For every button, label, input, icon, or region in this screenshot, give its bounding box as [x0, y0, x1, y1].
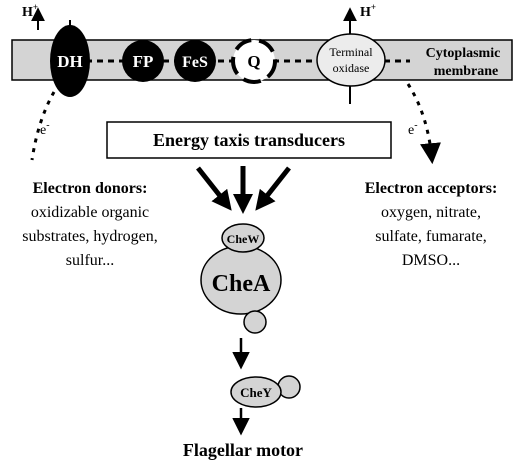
acceptors-line3: DMSO...: [402, 252, 460, 269]
transducer-arrow-right: [255, 166, 291, 211]
acceptors-line1: oxygen, nitrate,: [381, 204, 481, 221]
donors-line3: sulfur...: [66, 252, 114, 269]
donors-line1: oxidizable organic: [31, 204, 149, 221]
q-label: Q: [247, 52, 260, 71]
transducers-label: Energy taxis transducers: [153, 130, 345, 150]
proton-label-right: H+: [360, 2, 376, 20]
terminal-oxidase-line2: oxidase: [333, 61, 370, 75]
transducer-arrow-left: [196, 166, 232, 211]
membrane-label-line1: Cytoplasmic: [426, 46, 501, 61]
proton-label-left: H+: [22, 2, 38, 20]
electron-flow-right: [406, 83, 441, 165]
terminal-oxidase-line1: Terminal: [329, 45, 373, 59]
electron-label-right: e-: [408, 120, 418, 138]
acceptors-line2: sulfate, fumarate,: [375, 228, 487, 245]
chea-label: CheA: [212, 271, 271, 297]
chey-protein: [230, 376, 282, 408]
chew-protein: [221, 223, 265, 253]
chew-label: CheW: [227, 232, 260, 246]
chey-label: CheY: [240, 385, 272, 400]
fp-label: FP: [133, 52, 154, 71]
q-complex: [231, 38, 277, 84]
dh-label: DH: [57, 52, 83, 71]
flagellar-motor-label: Flagellar motor: [183, 440, 303, 460]
fes-complex: [174, 40, 216, 82]
donors-line2: substrates, hydrogen,: [22, 228, 158, 245]
transducers-box: [106, 121, 392, 159]
fp-complex: [122, 40, 164, 82]
dh-complex: [50, 25, 90, 97]
fes-label: FeS: [182, 54, 208, 71]
terminal-oxidase: [316, 33, 386, 87]
donors-title: Electron donors:: [33, 180, 148, 197]
electron-label-left: e-: [40, 120, 50, 138]
acceptors-title: Electron acceptors:: [365, 180, 498, 197]
membrane-label-line2: membrane: [434, 64, 499, 79]
electron-flow-left: [30, 91, 56, 161]
chea-phospho-domain: [243, 310, 267, 334]
